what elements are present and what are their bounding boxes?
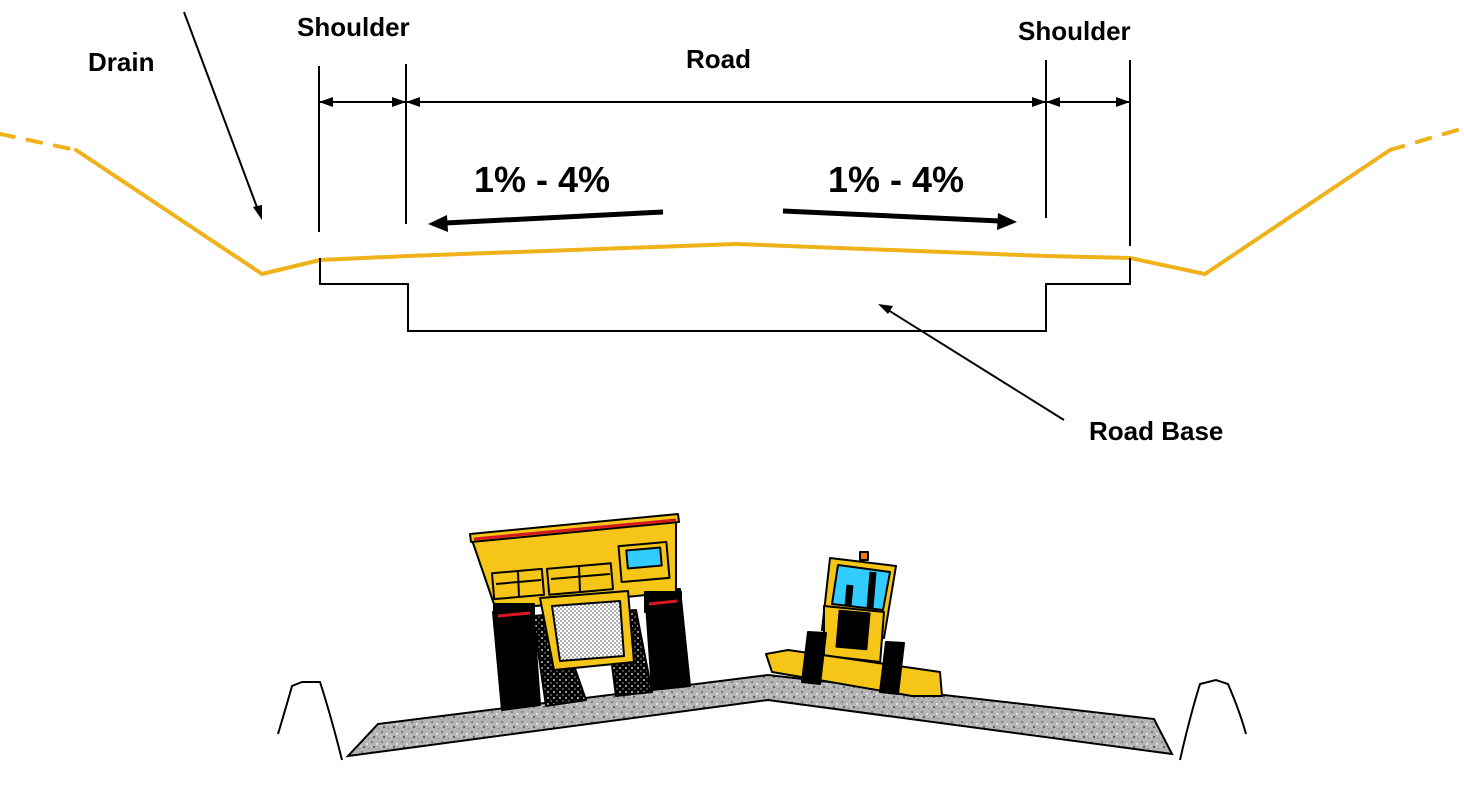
grader-beacon [859, 551, 869, 561]
truck-cab-window [625, 546, 663, 570]
road-base-label: Road Base [1089, 416, 1223, 446]
shoulder-right-label: Shoulder [1018, 16, 1131, 46]
truck-canopy-red-stripe [473, 518, 677, 541]
road-surface-crown [318, 242, 1132, 262]
road-label: Road [686, 44, 751, 74]
slope-arrow-left [428, 209, 664, 232]
dimension-extension-lines [318, 60, 1131, 246]
left-drain-slope [74, 148, 322, 276]
cross-section: Drain Shoulder Road Shoulder 1% - 4% 1% … [0, 11, 1464, 446]
leader-road-base [878, 304, 1065, 421]
right-drain-slope [1128, 148, 1392, 276]
leader-drain [183, 11, 262, 220]
grader-tire-left [801, 631, 827, 685]
arrowhead [319, 97, 333, 107]
left-berm [277, 681, 343, 761]
slope-right-label: 1% - 4% [828, 159, 964, 200]
gravel-road-surface [345, 673, 1174, 758]
grader-tire-right [879, 641, 905, 695]
slope-arrow-right [782, 208, 1017, 230]
grader-radiator [835, 609, 871, 651]
arrowhead [1046, 97, 1060, 107]
dimension-line [319, 97, 1130, 107]
shoulder-left-label: Shoulder [297, 12, 410, 42]
haul-truck-icon [469, 513, 691, 711]
motor-grader-icon [765, 551, 943, 697]
road-base-outline [319, 258, 1131, 332]
grader-cab-window [831, 564, 891, 611]
left-dashed-extension [0, 132, 78, 152]
slope-left-label: 1% - 4% [474, 159, 610, 200]
arrowhead [1116, 97, 1130, 107]
arrowhead [392, 97, 406, 107]
equipment-illustration [277, 513, 1247, 761]
arrowhead [1032, 97, 1046, 107]
arrowhead [406, 97, 420, 107]
drain-label: Drain [88, 47, 154, 77]
right-dashed-extension [1388, 126, 1464, 152]
road-profile [0, 126, 1464, 276]
right-berm [1179, 678, 1247, 761]
truck-radiator-grille [551, 600, 625, 662]
